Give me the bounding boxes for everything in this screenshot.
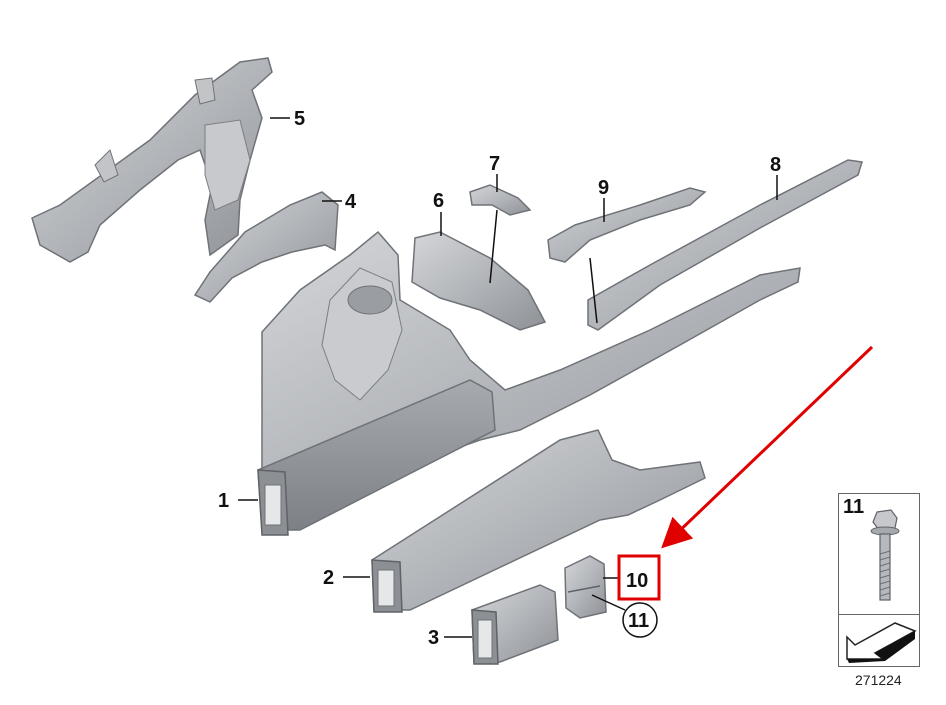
part-3-front-piece	[471, 584, 559, 665]
highlight-box	[617, 554, 661, 601]
callout-8: 8	[770, 154, 781, 176]
part-10-bracket-piece	[564, 555, 607, 619]
part-9-rail	[547, 187, 707, 263]
callout-2: 2	[323, 567, 334, 589]
part-1-front-structure	[257, 230, 801, 536]
direction-arrow-icon	[846, 622, 917, 663]
hex-flange-bolt-icon	[870, 509, 900, 601]
callout-3: 3	[428, 627, 439, 649]
part-2-longitudinal	[371, 429, 706, 613]
part-4-arch-panel	[193, 191, 339, 303]
callout-10: 10	[626, 570, 648, 592]
legend-label: 11	[843, 496, 865, 518]
callout-4: 4	[345, 191, 357, 213]
callout-7: 7	[489, 153, 500, 175]
callout-1: 1	[218, 490, 229, 512]
red-pointer-arrow	[661, 345, 874, 549]
callout-6: 6	[433, 190, 444, 212]
callout-11: 11	[628, 610, 649, 632]
diagram-id: 271224	[855, 672, 902, 688]
legend-box-part-11: 11	[838, 493, 920, 667]
part-6-member	[411, 231, 547, 331]
part-5-wheelhouse-frame	[31, 57, 273, 263]
callout-9: 9	[598, 177, 609, 199]
callout-5: 5	[294, 108, 305, 130]
legend-divider	[839, 614, 919, 615]
part-7-bracket	[469, 184, 532, 216]
leader-lines	[238, 117, 778, 638]
part-8-sill	[587, 159, 863, 331]
callout-11-circle	[622, 602, 658, 638]
